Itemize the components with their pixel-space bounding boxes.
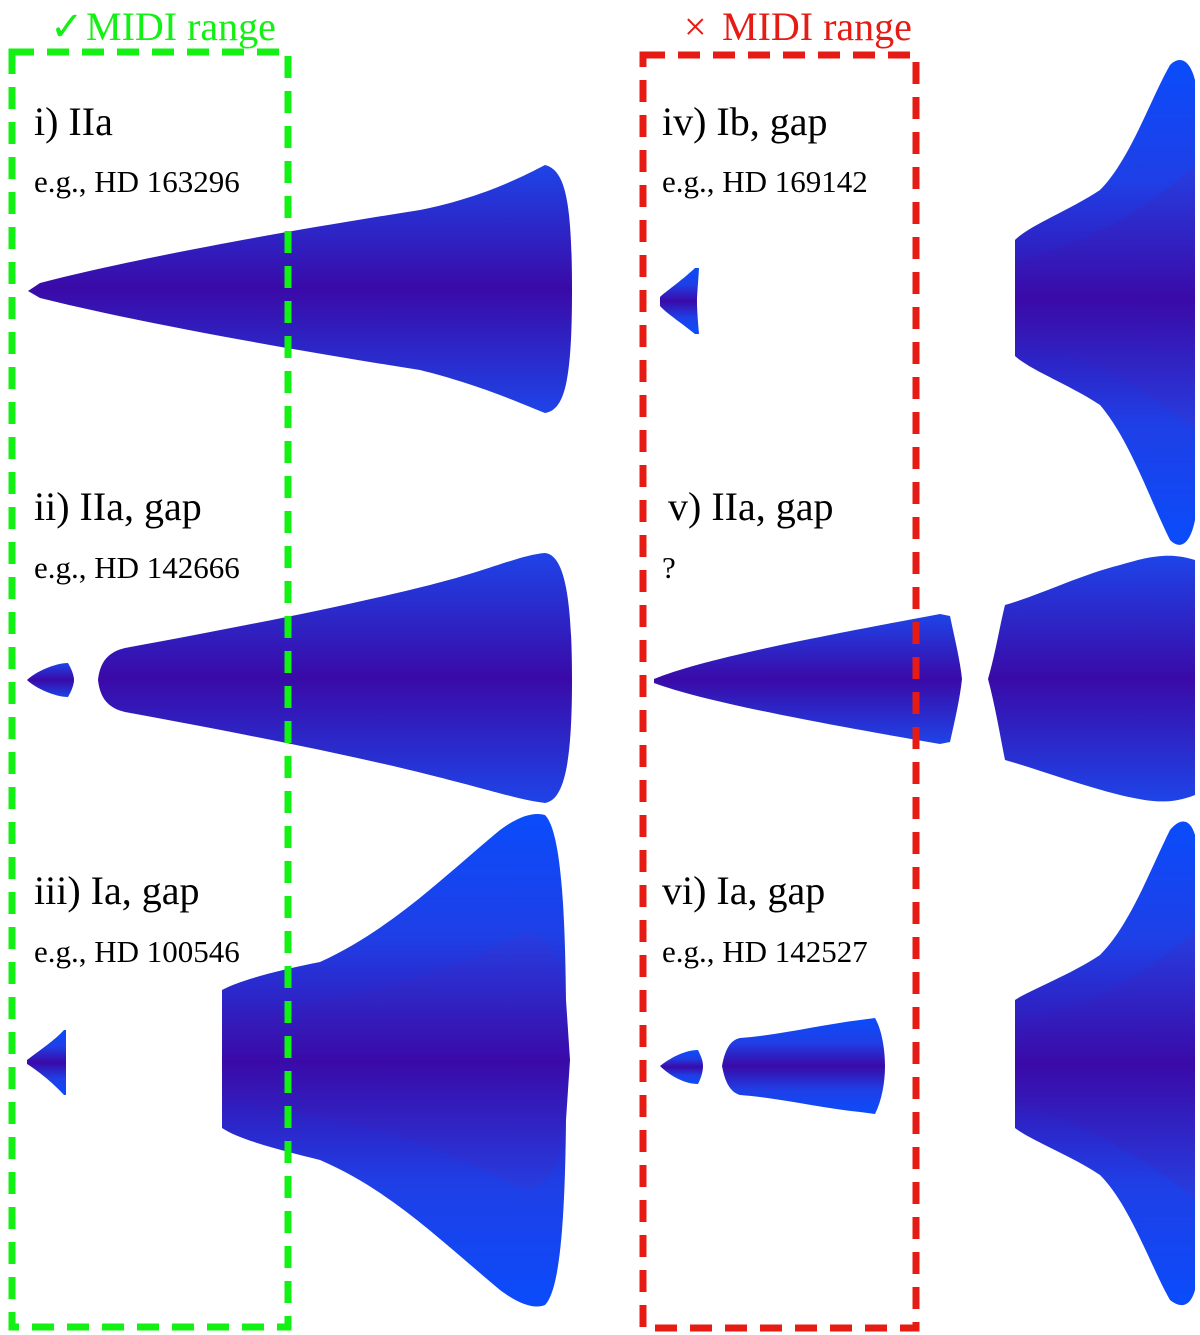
- case-iv-title: iv) Ib, gap: [662, 99, 828, 144]
- disk-v-inner: [654, 614, 962, 744]
- case-iii-title: iii) Ia, gap: [34, 868, 200, 913]
- disk-iv-inner: [660, 268, 699, 334]
- accepted-range-title: MIDI range: [86, 4, 276, 49]
- case-ii-title: ii) IIa, gap: [34, 484, 202, 529]
- midi-range-box-accepted: [8, 48, 292, 1331]
- disk-v-outer: [988, 555, 1195, 802]
- case-labels: i) IIa e.g., HD 163296 ii) IIa, gap e.g.…: [34, 99, 868, 969]
- disk-iii-outer-shade: [222, 934, 566, 1190]
- case-vi-title: vi) Ia, gap: [662, 868, 825, 913]
- disk-i-outer: [28, 165, 572, 413]
- case-ii-example: e.g., HD 142666: [34, 550, 240, 585]
- disk-vi-middle: [722, 1018, 885, 1114]
- disk-iii-inner: [27, 1030, 66, 1095]
- case-i-title: i) IIa: [34, 99, 113, 144]
- case-iii-example: e.g., HD 100546: [34, 934, 240, 969]
- disk-shapes: [27, 60, 1195, 1307]
- case-v-title: v) IIa, gap: [668, 484, 833, 529]
- case-vi-example: e.g., HD 142527: [662, 934, 868, 969]
- accept-check-icon: ✓: [50, 4, 84, 49]
- disk-vi-outer-shade: [1015, 930, 1195, 1200]
- disk-vi-inner: [660, 1050, 703, 1084]
- case-iv-example: e.g., HD 169142: [662, 164, 868, 199]
- reject-cross-icon: ×: [684, 4, 707, 49]
- disk-ii-outer: [98, 553, 572, 803]
- case-v-example: ?: [662, 550, 676, 585]
- rejected-range-title: MIDI range: [722, 4, 912, 49]
- disk-iv-outer-shade: [1015, 165, 1195, 430]
- disk-ii-inner: [27, 663, 74, 697]
- midi-range-box-rejected: [639, 51, 920, 1332]
- case-i-example: e.g., HD 163296: [34, 164, 240, 199]
